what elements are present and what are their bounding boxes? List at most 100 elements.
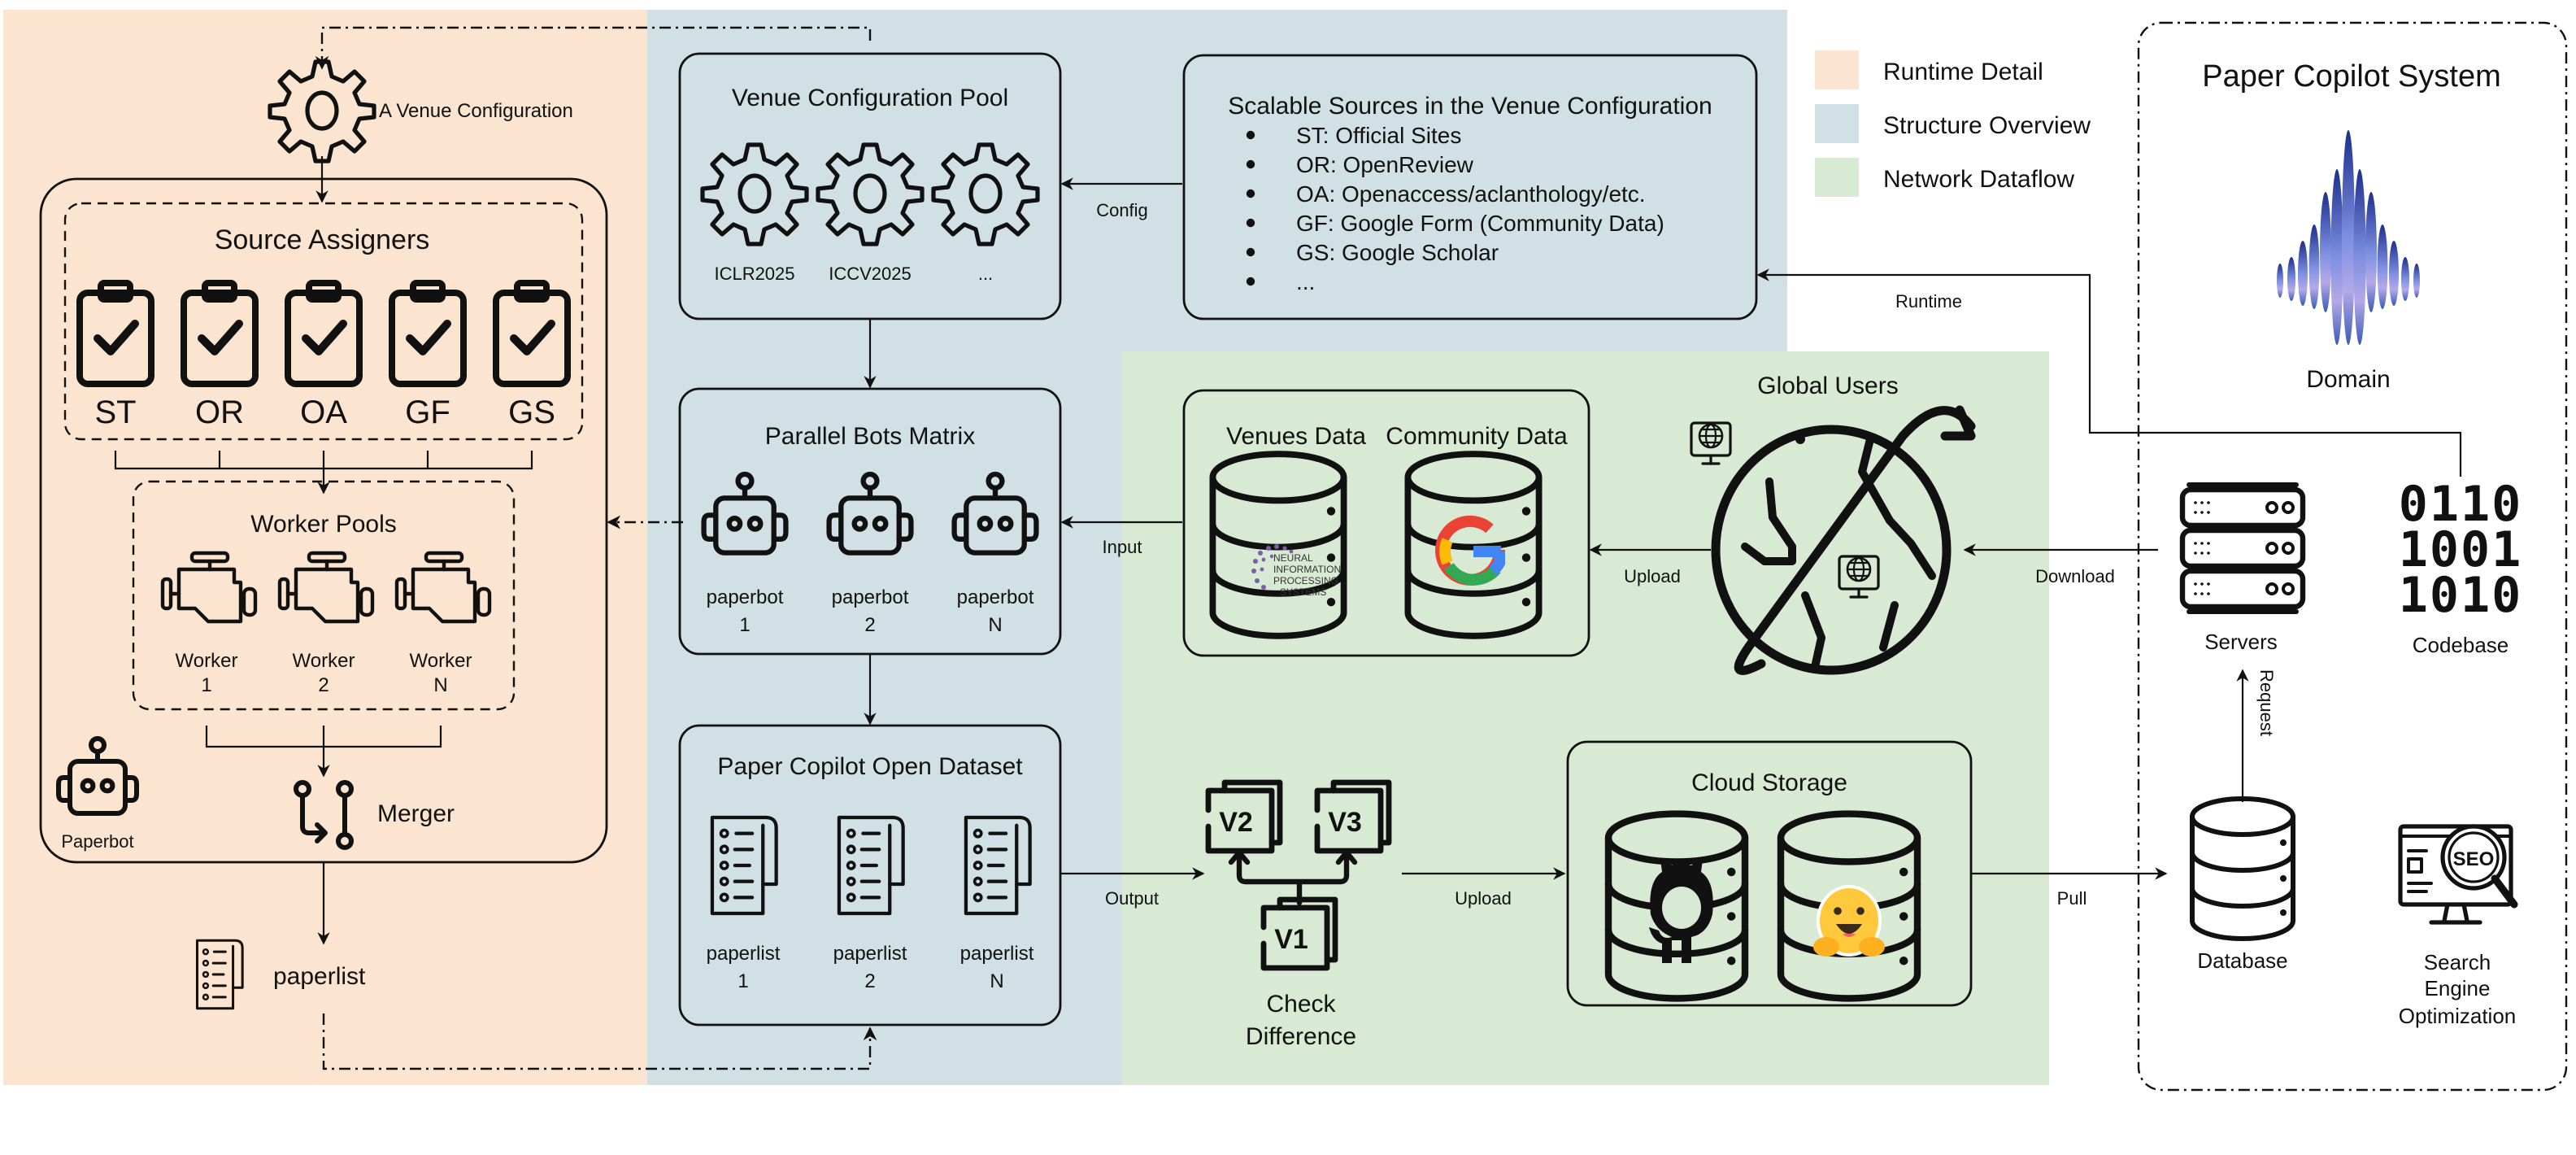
seo-label-line: Optimization — [2399, 1004, 2517, 1028]
servers[interactable]: Servers — [2179, 482, 2306, 654]
neurips-logo-icon: NEURAL INFORMATION PROCESSING SYSTEMS — [1251, 544, 1341, 598]
worker-n[interactable]: Worker N — [397, 553, 490, 696]
google-logo-icon — [1435, 515, 1506, 586]
dataset-title: Paper Copilot Open Dataset — [717, 753, 1023, 780]
paperlist-id: N — [990, 970, 1003, 992]
cloud-storage-title: Cloud Storage — [1691, 769, 1847, 796]
venues-database[interactable]: NEURAL INFORMATION PROCESSING SYSTEMS — [1212, 454, 1343, 636]
paperbot-2[interactable]: paperbot 2 — [829, 474, 912, 636]
paperbot-badge: Paperbot — [59, 739, 137, 852]
paperbot-1[interactable]: paperbot 1 — [704, 474, 786, 636]
source-item: GS: Google Scholar — [1296, 240, 1499, 265]
worker-pools-box — [132, 480, 516, 711]
database-label: Database — [2197, 948, 2287, 973]
bullet-icon — [1246, 247, 1255, 257]
upload-cloud-edge-label: Upload — [1455, 888, 1512, 909]
source-label: ST — [94, 394, 136, 430]
domain-logo-bar — [2308, 224, 2320, 309]
source-label: OR — [195, 394, 244, 430]
source-item: ... — [1296, 269, 1315, 294]
paperlist-1[interactable]: paperlist 1 — [707, 817, 781, 992]
worker-2[interactable]: Worker 2 — [280, 553, 372, 696]
domain-logo-bar — [2377, 224, 2388, 309]
version-label: V1 — [1274, 924, 1308, 955]
venue-label: ICLR2025 — [714, 264, 794, 284]
upload-users-edge-label: Upload — [1624, 566, 1681, 586]
source-assigner-gf[interactable]: GF — [392, 283, 463, 430]
scalable-sources-box: Scalable Sources in the Venue Configurat… — [1182, 54, 1758, 320]
config-edge-label: Config — [1096, 200, 1148, 220]
sources-title: Scalable Sources in the Venue Configurat… — [1228, 93, 1712, 120]
neurips-logo-line: PROCESSING — [1273, 575, 1338, 586]
input-edge-label: Input — [1103, 537, 1142, 557]
check-difference[interactable]: V2 V3 V1 Check Difference — [1208, 782, 1389, 1050]
legend-label: Runtime Detail — [1883, 59, 2043, 85]
merger[interactable]: Merger — [294, 780, 455, 850]
worker-id: 2 — [318, 674, 329, 696]
database[interactable]: Database — [2192, 799, 2293, 973]
domain-logo-bar — [2287, 257, 2295, 301]
paperlist-n[interactable]: paperlist N — [960, 817, 1034, 992]
server-rack-icon — [2179, 482, 2306, 614]
paperlist-label: paperlist — [273, 963, 366, 990]
paperlist-output[interactable]: paperlist — [195, 939, 366, 1010]
venue-more[interactable]: ... — [933, 145, 1038, 284]
check-difference-line2: Difference — [1246, 1023, 1356, 1050]
source-assigner-oa[interactable]: OA — [288, 283, 359, 430]
worker-id: N — [433, 674, 447, 696]
codebase[interactable]: 0110 1001 1010 Codebase — [2399, 476, 2523, 657]
codebase-label: Codebase — [2413, 633, 2509, 657]
neurips-logo-line: INFORMATION — [1273, 564, 1341, 575]
worker-name: Worker — [293, 650, 355, 672]
source-assigner-gs[interactable]: GS — [496, 283, 568, 430]
runtime-edge-label: Runtime — [1895, 291, 1962, 312]
global-users[interactable]: Global Users — [1690, 373, 1976, 675]
source-assigner-st[interactable]: ST — [80, 283, 151, 430]
domain-label: Domain — [2306, 366, 2390, 393]
bot-name: paperbot — [707, 586, 784, 608]
neurips-logo-line: SYSTEMS — [1280, 586, 1326, 598]
version-v1-icon: V1 — [1264, 900, 1335, 968]
bot-name: paperbot — [957, 586, 1034, 608]
source-item: ST: Official Sites — [1296, 123, 1461, 148]
legend-swatch — [1815, 158, 1859, 197]
version-v3-icon: V3 — [1317, 782, 1389, 851]
paperlist-id: 2 — [864, 970, 875, 992]
paperlist-name: paperlist — [833, 943, 907, 965]
source-assigners-title: Source Assigners — [215, 224, 430, 255]
github-storage[interactable] — [1608, 814, 1745, 999]
source-assigner-or[interactable]: OR — [184, 283, 255, 430]
bot-name: paperbot — [832, 586, 909, 608]
bullet-icon — [1246, 218, 1255, 228]
huggingface-storage[interactable] — [1781, 814, 1917, 999]
community-database[interactable] — [1408, 454, 1538, 636]
domain-logo-bar — [2330, 169, 2343, 345]
domain-logo-bar — [2353, 169, 2366, 345]
seo[interactable]: SEO Search Engine Optimization — [2398, 824, 2518, 1028]
worker-1[interactable]: Worker 1 — [163, 553, 255, 696]
venue-iclr2025[interactable]: ICLR2025 — [703, 145, 807, 284]
servers-label: Servers — [2204, 630, 2278, 654]
community-data-title: Community Data — [1386, 423, 1568, 450]
source-item: OA: Openaccess/aclanthology/etc. — [1296, 181, 1646, 207]
bullet-icon — [1246, 130, 1255, 140]
venue-iccv2025[interactable]: ICCV2025 — [818, 145, 922, 284]
paperlist-2[interactable]: paperlist 2 — [833, 817, 907, 992]
bot-id: 1 — [739, 614, 750, 636]
neurips-logo-line: NEURAL — [1273, 552, 1313, 564]
worker-name: Worker — [410, 650, 472, 672]
data-sources-box: Venues Data Community Data NEURAL INFORM… — [1182, 389, 1590, 657]
seo-label-line: Engine — [2425, 976, 2491, 1000]
system-title: Paper Copilot System — [2202, 59, 2501, 94]
seo-label-line: Search — [2424, 950, 2491, 974]
domain-logo-bar — [2365, 192, 2377, 312]
source-label: OA — [300, 394, 347, 430]
output-edge-label: Output — [1105, 888, 1159, 909]
paperbot-n[interactable]: paperbot N — [955, 474, 1037, 636]
bullet-icon — [1246, 277, 1255, 286]
source-item: OR: OpenReview — [1296, 152, 1474, 177]
version-label: V3 — [1328, 807, 1362, 838]
open-dataset: Paper Copilot Open Dataset paperlist 1 p… — [678, 724, 1062, 1026]
